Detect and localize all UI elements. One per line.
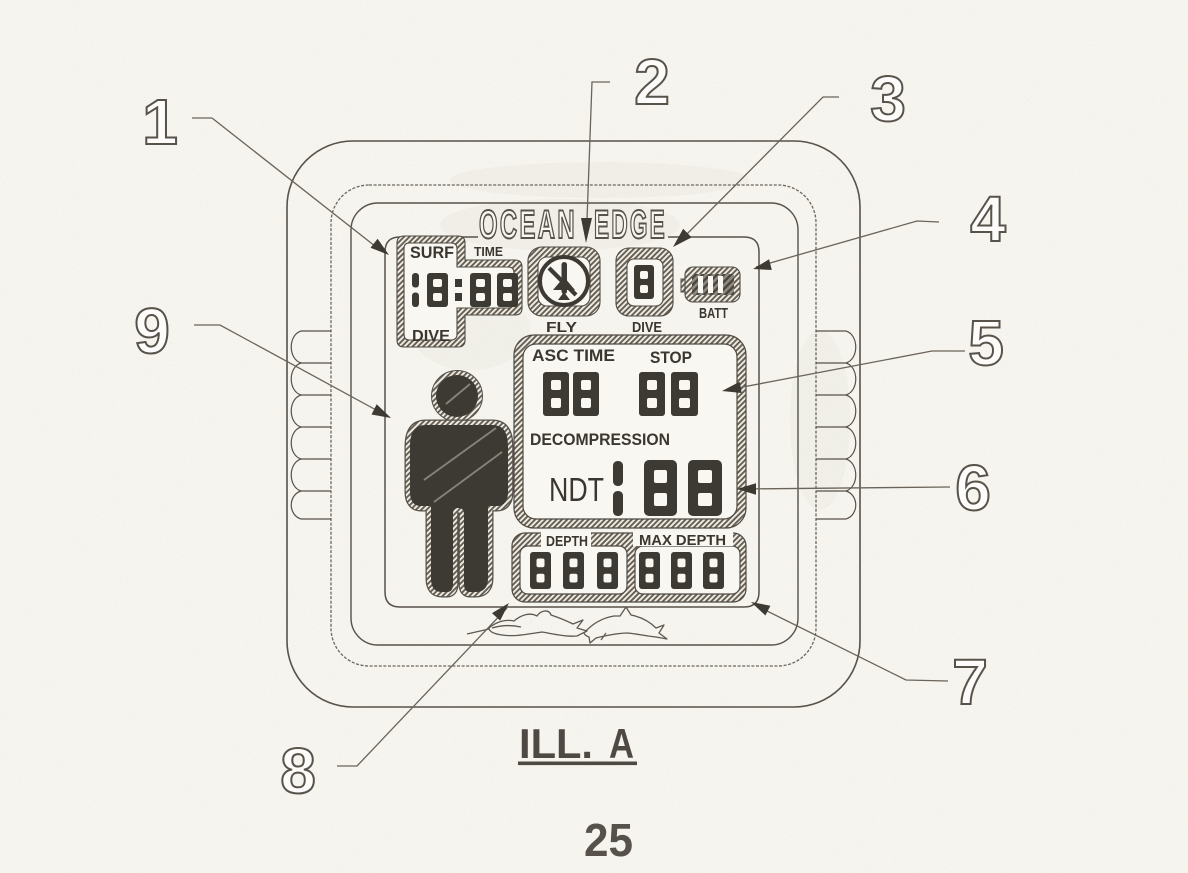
svg-text:DEPTH: DEPTH (546, 533, 588, 550)
svg-text:ILL.: ILL. (519, 720, 593, 767)
svg-text:4: 4 (970, 183, 1006, 255)
svg-text:SURF: SURF (410, 243, 454, 262)
svg-text:2: 2 (634, 46, 670, 118)
svg-text:ASC TIME: ASC TIME (532, 346, 615, 365)
svg-text:8: 8 (280, 735, 316, 807)
svg-text:A: A (609, 720, 634, 767)
svg-text:OCEAN: OCEAN (479, 203, 577, 247)
svg-text:DIVE: DIVE (632, 319, 662, 336)
svg-text:DECOMPRESSION: DECOMPRESSION (530, 430, 670, 449)
svg-text:NDT: NDT (549, 471, 604, 508)
svg-text:TIME: TIME (474, 244, 503, 259)
svg-text:DIVE: DIVE (412, 328, 450, 345)
svg-text:FLY: FLY (546, 319, 577, 336)
svg-text:STOP: STOP (650, 348, 692, 367)
svg-text:MAX DEPTH: MAX DEPTH (639, 532, 726, 549)
svg-text:BATT: BATT (699, 305, 728, 322)
svg-text:9: 9 (134, 295, 170, 367)
svg-text:7: 7 (952, 646, 988, 718)
svg-text:EDGE: EDGE (594, 203, 667, 247)
svg-text:1: 1 (142, 86, 178, 158)
svg-text:25: 25 (584, 814, 633, 866)
svg-text:6: 6 (955, 452, 991, 524)
svg-text:3: 3 (870, 63, 906, 135)
svg-text:5: 5 (968, 307, 1004, 379)
